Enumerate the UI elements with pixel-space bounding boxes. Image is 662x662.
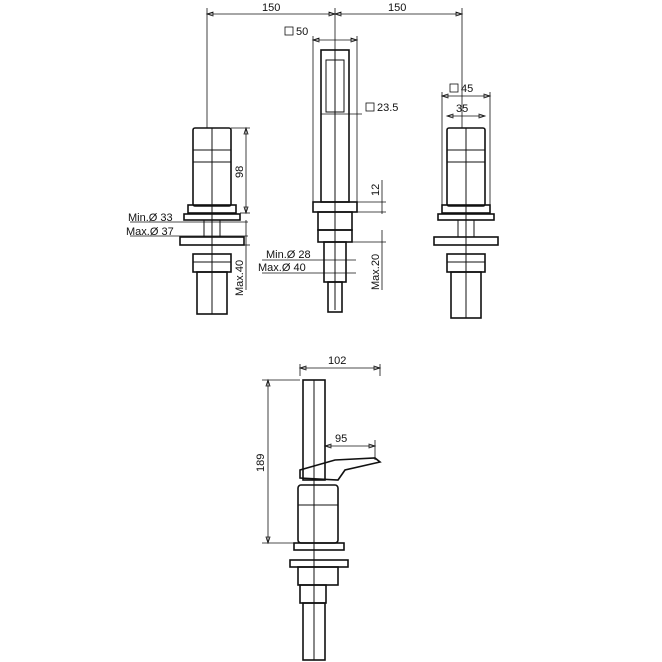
dim-spout-body-width: 35 [456, 103, 468, 115]
dim-max-thickness-left: Max.40 [234, 260, 246, 296]
dim-side-reach: 95 [335, 433, 347, 445]
dim-spacing-left: 150 [262, 2, 280, 14]
side-view [262, 364, 382, 661]
dim-max-diameter-left: Max.Ø 37 [126, 226, 174, 238]
dim-side-total-depth: 102 [328, 355, 346, 367]
dimension-lines [130, 8, 492, 545]
dim-max-diameter-center: Max.Ø 40 [258, 262, 306, 274]
right-spout [433, 8, 499, 319]
dim-handshower-square: 50 [296, 26, 308, 38]
dim-spout-square: 45 [461, 83, 473, 95]
dim-flange-height: 12 [370, 184, 382, 196]
dim-side-height: 189 [255, 454, 267, 472]
center-handshower [312, 49, 358, 313]
left-mixer-body [179, 8, 245, 315]
dim-handle-square: 23.5 [377, 102, 398, 114]
dim-max-thickness-center: Max.20 [370, 254, 382, 290]
dim-min-diameter-center: Min.Ø 28 [266, 249, 311, 261]
dim-body-height: 98 [234, 166, 246, 178]
dim-spacing-right: 150 [388, 2, 406, 14]
dim-min-diameter-left: Min.Ø 33 [128, 212, 173, 224]
